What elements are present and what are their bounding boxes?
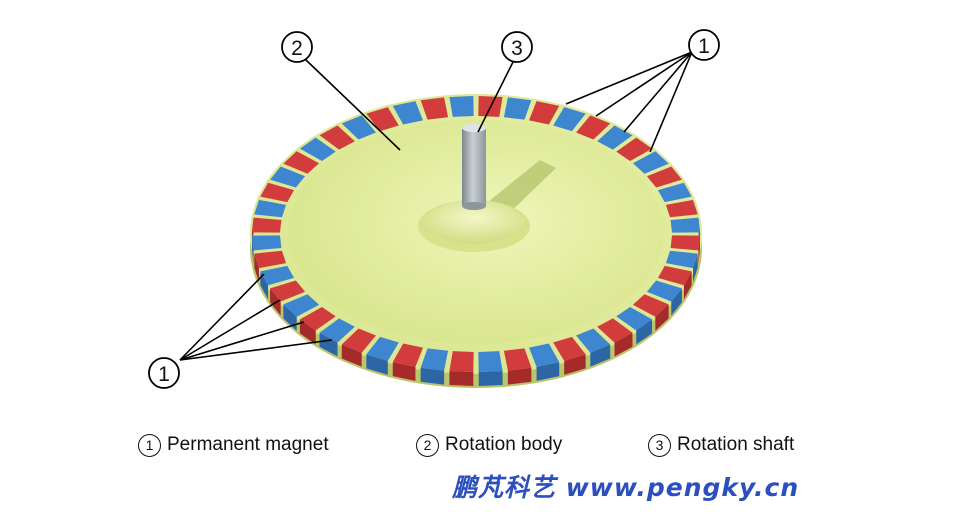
magnet-red [632, 294, 669, 331]
legend-label: Rotation shaft [677, 434, 795, 455]
magnet-red [260, 182, 295, 203]
magnet-red [576, 115, 611, 140]
shaft-bottom [462, 202, 486, 210]
magnet-red [319, 125, 355, 150]
magnet-red [553, 336, 586, 375]
magnet-red [503, 348, 532, 385]
magnet-blue [366, 336, 399, 375]
magnet-red [366, 107, 399, 132]
legend-number: 3 [648, 433, 671, 457]
magnet-red [299, 306, 336, 345]
magnet-blue [553, 107, 586, 132]
callout-magnet-bottom: 1 [148, 357, 180, 389]
svg-text:3: 3 [511, 37, 523, 60]
rotation-shaft [462, 128, 486, 206]
magnet-red [283, 151, 320, 174]
magnet-blue [657, 182, 692, 203]
magnet-red [670, 235, 700, 265]
magnet-blue [270, 166, 306, 188]
magnet-red [392, 343, 424, 381]
magnet-blue [420, 348, 449, 385]
magnet-blue [616, 306, 653, 345]
svg-text:2: 2 [291, 37, 303, 60]
callout-magnet-top: 1 [688, 29, 720, 61]
magnet-blue [665, 250, 698, 283]
magnet-red [254, 250, 287, 283]
magnet-blue [341, 115, 376, 140]
magnet-blue [252, 235, 282, 265]
magnet-red [528, 101, 560, 125]
magnet-blue [299, 137, 336, 162]
magnet-red [597, 318, 633, 357]
legend-item-permanent-magnet: 1 Permanent magnet [138, 430, 329, 460]
legend-label: Rotation body [445, 434, 563, 455]
magnet-blue [392, 101, 424, 125]
magnet-blue [449, 96, 474, 117]
legend-number: 2 [416, 433, 439, 457]
legend-number: 1 [138, 433, 161, 457]
magnet-blue [503, 97, 532, 120]
magnet-red [420, 97, 449, 120]
magnet-red [616, 137, 653, 162]
magnet-red [665, 199, 698, 218]
magnet-blue [528, 343, 560, 381]
hub-cone [418, 200, 530, 244]
magnet-red [646, 166, 682, 188]
magnet-red [449, 351, 474, 386]
callout-body: 2 [281, 31, 313, 63]
magnet-blue [632, 151, 669, 174]
legend-item-rotation-shaft: 3 Rotation shaft [648, 430, 794, 460]
magnet-blue [576, 328, 611, 367]
magnet-blue [319, 318, 355, 357]
magnet-blue [260, 265, 295, 300]
leader-lines [179, 51, 693, 361]
magnet-blue [283, 294, 320, 331]
magnet-red [341, 328, 376, 367]
watermark: 鹏芃科艺 www.pengky.cn [452, 473, 800, 502]
legend-label: Permanent magnet [167, 434, 329, 455]
svg-text:1: 1 [698, 35, 710, 58]
magnet-blue [646, 280, 682, 316]
legend-item-rotation-body: 2 Rotation body [416, 430, 562, 460]
callout-shaft: 3 [501, 31, 533, 63]
shaft-top [462, 124, 486, 132]
magnet-red [657, 265, 692, 300]
magnet-blue [254, 199, 287, 218]
magnet-blue [478, 351, 503, 386]
svg-text:1: 1 [158, 363, 170, 386]
